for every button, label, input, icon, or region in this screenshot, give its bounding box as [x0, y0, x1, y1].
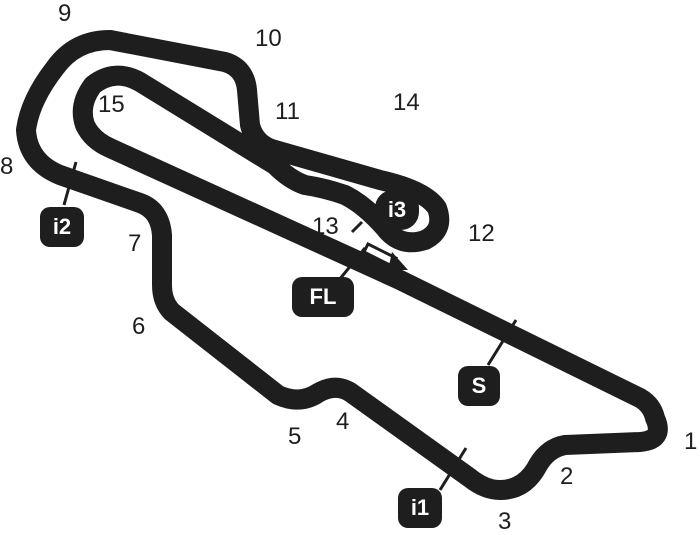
turn-3: 3: [498, 508, 512, 535]
turn-5: 5: [288, 423, 302, 450]
sector-line-i1: [438, 447, 468, 491]
turn-12: 12: [468, 220, 495, 247]
sector-line-i3: [350, 220, 364, 234]
turn-15: 15: [98, 91, 125, 118]
marker-i1: i1: [398, 488, 442, 528]
turn-13: 13: [312, 213, 339, 240]
turn-8: 8: [0, 153, 14, 180]
turn-2: 2: [560, 463, 574, 490]
turn-10: 10: [255, 25, 282, 52]
track-outline: [16, 30, 668, 500]
marker-fl: FL: [292, 277, 354, 317]
marker-s: S: [458, 366, 500, 406]
marker-i2: i2: [40, 207, 84, 247]
sector-line-s: [486, 319, 518, 366]
marker-i3: i3: [375, 190, 419, 230]
turn-4: 4: [336, 408, 350, 435]
turn-11: 11: [275, 98, 300, 125]
sector-line-i2: [62, 161, 78, 206]
turn-9: 9: [58, 0, 72, 27]
turn-6: 6: [132, 313, 146, 340]
direction-arrow-icon: [361, 241, 408, 270]
turn-7: 7: [128, 230, 142, 257]
turn-14: 14: [393, 89, 420, 116]
turn-1: 1: [684, 428, 698, 455]
